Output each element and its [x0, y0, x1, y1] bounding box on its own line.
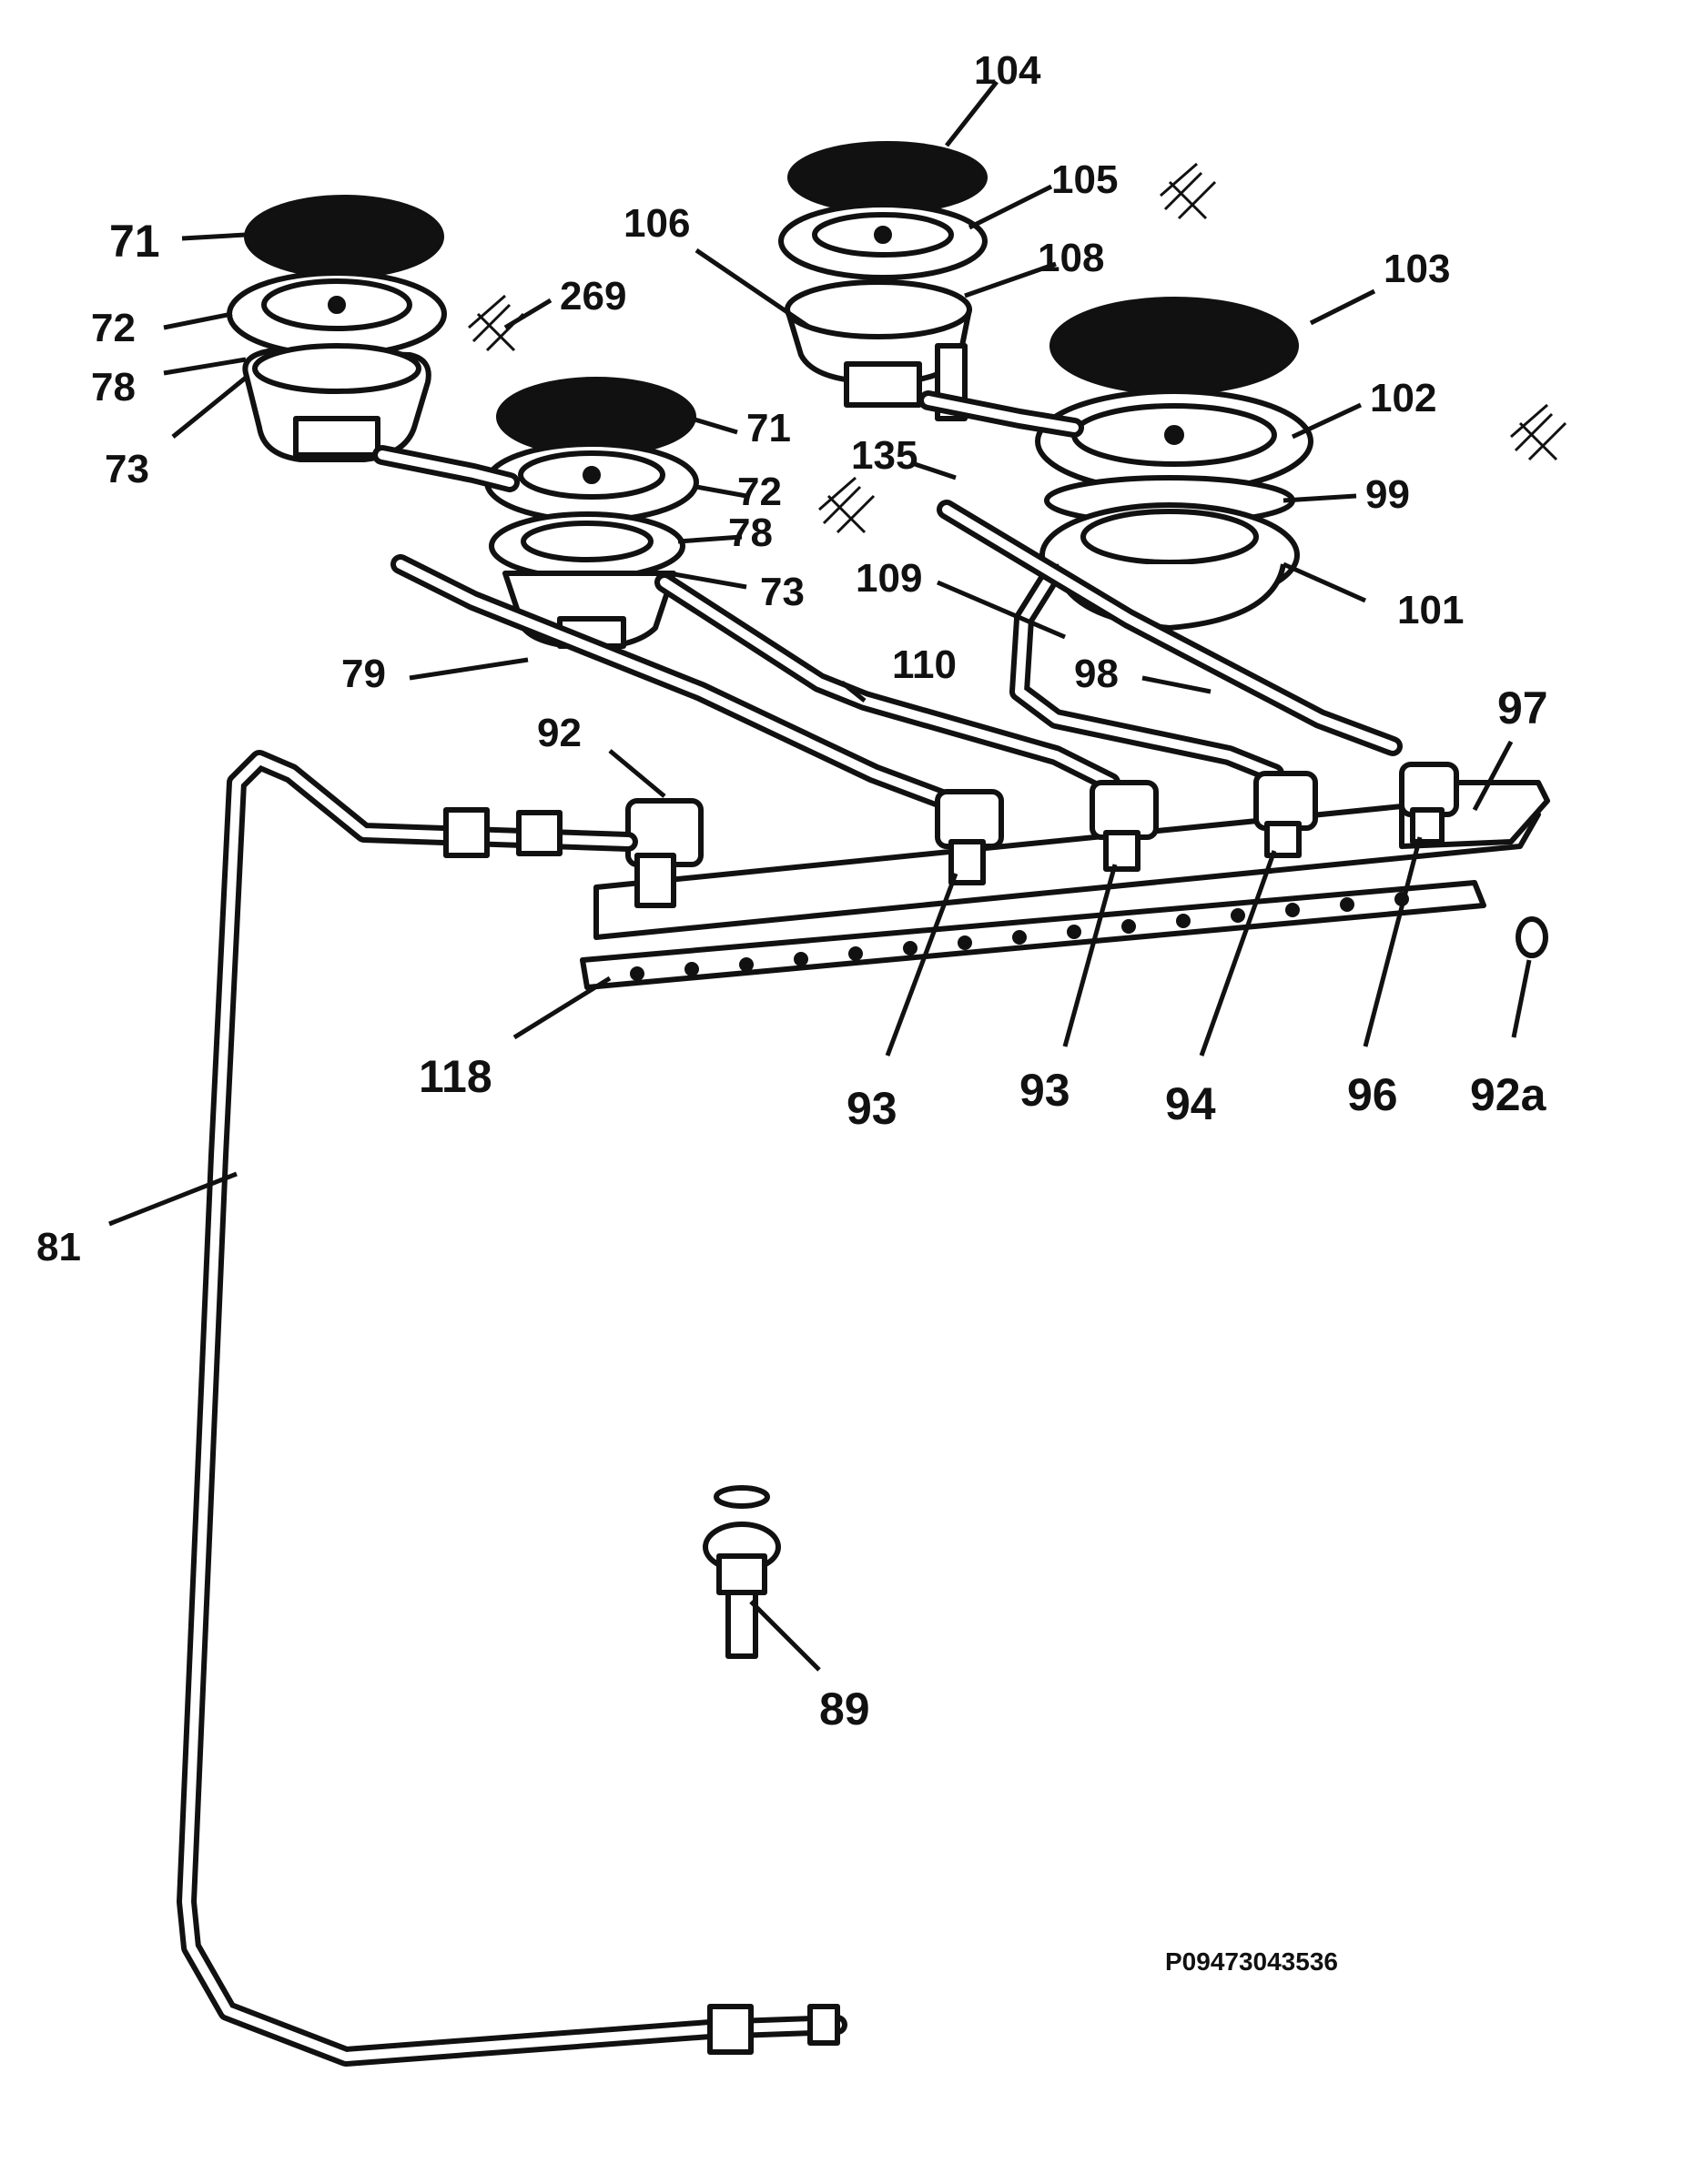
- label-78-front: 78: [728, 511, 773, 555]
- injector-89: [703, 1485, 781, 1659]
- label-106: 106: [624, 201, 690, 246]
- burner-large-right: [1035, 297, 1313, 631]
- burner-cap-71-left: [244, 195, 444, 278]
- burner-cap-104: [787, 141, 988, 214]
- manifold: [580, 762, 1550, 990]
- label-105: 105: [1051, 157, 1118, 202]
- label-118: 118: [419, 1051, 492, 1102]
- valve-93-b: [1090, 780, 1159, 872]
- label-71-left: 71: [109, 216, 160, 267]
- label-110: 110: [892, 642, 957, 687]
- label-72-front: 72: [737, 470, 782, 514]
- burner-left-front: [484, 377, 699, 651]
- label-73-left: 73: [105, 447, 149, 491]
- label-109: 109: [856, 556, 922, 601]
- label-96: 96: [1347, 1069, 1398, 1120]
- label-78-left: 78: [91, 365, 136, 410]
- valve-92: [625, 798, 704, 908]
- label-103: 103: [1384, 247, 1450, 291]
- valve-96: [1399, 762, 1459, 844]
- label-71-front: 71: [746, 406, 791, 450]
- label-108: 108: [1038, 236, 1104, 280]
- gas-pipes: [372, 390, 1403, 811]
- label-98: 98: [1074, 652, 1119, 696]
- label-92a: 92a: [1470, 1069, 1547, 1120]
- label-73-front: 73: [760, 570, 805, 614]
- label-93-b: 93: [1019, 1065, 1070, 1116]
- label-93-a: 93: [847, 1083, 897, 1134]
- burner-left-rear: [227, 195, 447, 462]
- hatch-markers: [468, 162, 1567, 534]
- manifold-bar-97: [593, 794, 1541, 940]
- label-99: 99: [1365, 472, 1410, 517]
- label-92: 92: [537, 711, 582, 755]
- label-102: 102: [1370, 376, 1436, 420]
- label-79: 79: [341, 652, 386, 696]
- burner-ring-108: [785, 279, 972, 339]
- label-89: 89: [819, 1684, 870, 1734]
- valve-93-a: [935, 789, 1004, 885]
- diagram-code: P09473043536: [1165, 1947, 1338, 1976]
- label-135: 135: [851, 433, 918, 478]
- label-97: 97: [1497, 682, 1548, 733]
- burner-cap-103: [1049, 297, 1299, 395]
- leader-lines: [108, 80, 1532, 1672]
- label-94: 94: [1165, 1078, 1216, 1129]
- label-72-left: 72: [91, 306, 136, 350]
- part-labels: 71 72 78 73 269 104 105 106 108 103 102 …: [36, 48, 1548, 1976]
- valve-94: [1253, 771, 1318, 858]
- label-104: 104: [974, 48, 1041, 93]
- label-101: 101: [1397, 588, 1464, 632]
- burner-rear-center: [778, 141, 988, 421]
- supply-pipe-81: [177, 750, 847, 2067]
- label-81: 81: [36, 1225, 81, 1269]
- label-269: 269: [560, 274, 626, 318]
- o-ring-92a: [1516, 916, 1548, 958]
